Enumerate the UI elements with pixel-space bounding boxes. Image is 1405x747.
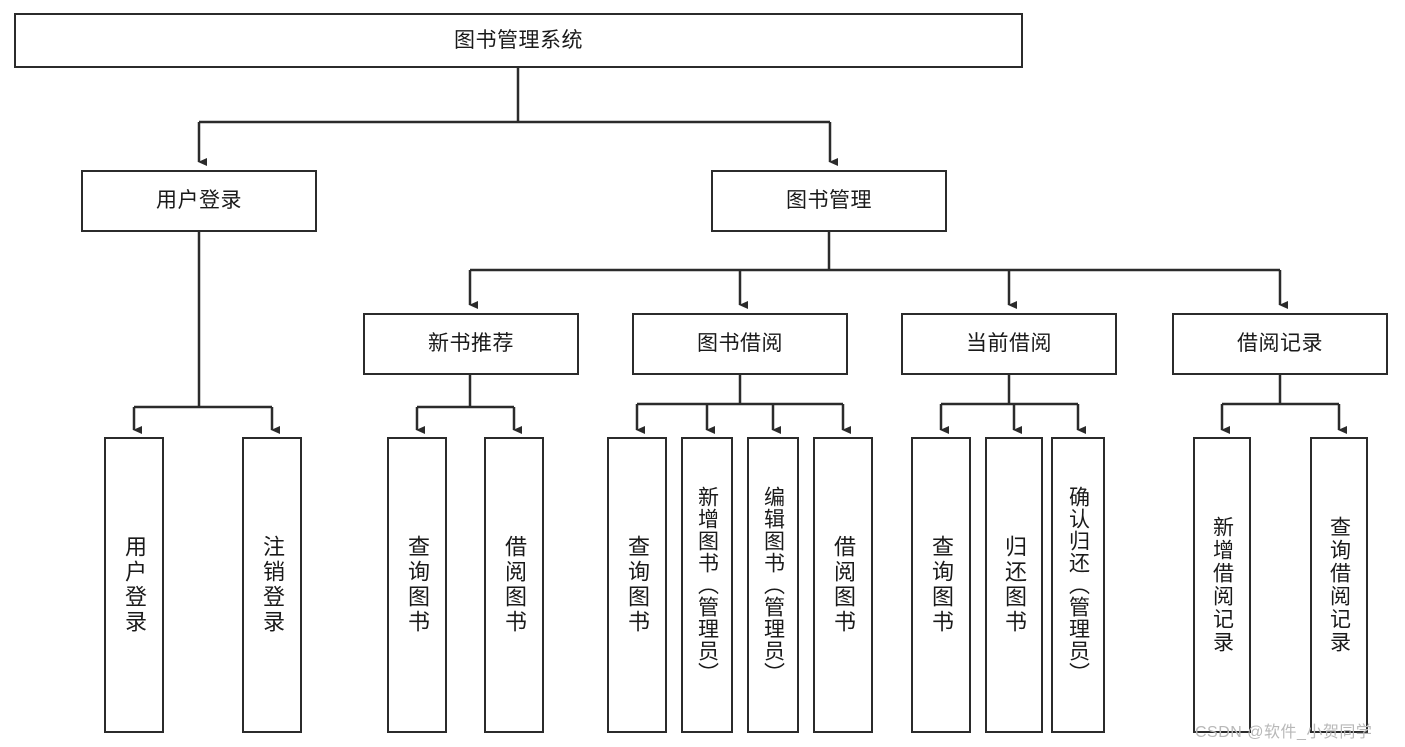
node-book-borrow-label: 图书借阅: [697, 332, 783, 356]
leaf-query-book-recommend[interactable]: 查询图书: [387, 437, 447, 733]
node-root-label: 图书管理系统: [454, 28, 583, 52]
leaf-query-book-borrow[interactable]: 查询图书: [607, 437, 667, 733]
leaf-add-borrow-record[interactable]: 新增借阅记录: [1193, 437, 1251, 733]
node-book-management-label: 图书管理: [786, 189, 872, 213]
edges-borrowrecord-to-leaves: [1220, 375, 1347, 434]
leaf-query-book-current[interactable]: 查询图书: [911, 437, 971, 733]
leaf-query-borrow-record-label: 查询借阅记录: [1327, 516, 1351, 654]
edges-bookborrow-to-leaves: [635, 375, 851, 434]
leaf-borrow-book-recommend[interactable]: 借阅图书: [484, 437, 544, 733]
node-user-login-label: 用户登录: [156, 189, 242, 213]
leaf-edit-book-admin[interactable]: 编辑图书（管理员）: [747, 437, 799, 733]
leaf-return-book[interactable]: 归还图书: [985, 437, 1043, 733]
edges-userlogin-to-leaves: [132, 232, 280, 434]
leaf-logout-login-label: 注销登录: [260, 535, 285, 635]
node-current-borrow[interactable]: 当前借阅: [901, 313, 1117, 375]
edges-recommend-to-leaves: [415, 375, 522, 434]
node-new-book-recommend-label: 新书推荐: [428, 332, 514, 356]
leaf-borrow-book-borrow[interactable]: 借阅图书: [813, 437, 873, 733]
node-borrow-record-label: 借阅记录: [1237, 332, 1323, 356]
leaf-add-book-admin[interactable]: 新增图书（管理员）: [681, 437, 733, 733]
leaf-user-login[interactable]: 用户登录: [104, 437, 164, 733]
edges-currentborrow-to-leaves: [939, 375, 1086, 434]
leaf-add-book-admin-label: 新增图书（管理员）: [695, 486, 719, 684]
node-book-borrow[interactable]: 图书借阅: [632, 313, 848, 375]
leaf-edit-book-admin-label: 编辑图书（管理员）: [761, 486, 785, 684]
leaf-query-borrow-record[interactable]: 查询借阅记录: [1310, 437, 1368, 733]
node-root[interactable]: 图书管理系统: [14, 13, 1023, 68]
leaf-query-book-borrow-label: 查询图书: [625, 535, 650, 635]
node-user-login[interactable]: 用户登录: [81, 170, 317, 232]
node-new-book-recommend[interactable]: 新书推荐: [363, 313, 579, 375]
leaf-confirm-return-admin-label: 确认归还（管理员）: [1066, 486, 1090, 684]
edges-bookmgmt-to-level3: [468, 232, 1288, 309]
leaf-confirm-return-admin[interactable]: 确认归还（管理员）: [1051, 437, 1105, 733]
node-borrow-record[interactable]: 借阅记录: [1172, 313, 1388, 375]
leaf-return-book-label: 归还图书: [1002, 535, 1027, 635]
leaf-user-login-label: 用户登录: [122, 535, 147, 635]
leaf-query-book-recommend-label: 查询图书: [405, 535, 430, 635]
leaf-query-book-current-label: 查询图书: [929, 535, 954, 635]
node-current-borrow-label: 当前借阅: [966, 332, 1052, 356]
leaf-borrow-book-borrow-label: 借阅图书: [831, 535, 856, 635]
leaf-add-borrow-record-label: 新增借阅记录: [1210, 516, 1234, 654]
node-book-management[interactable]: 图书管理: [711, 170, 947, 232]
edges-root-to-level2: [197, 68, 838, 166]
leaf-borrow-book-recommend-label: 借阅图书: [502, 535, 527, 635]
leaf-logout-login[interactable]: 注销登录: [242, 437, 302, 733]
